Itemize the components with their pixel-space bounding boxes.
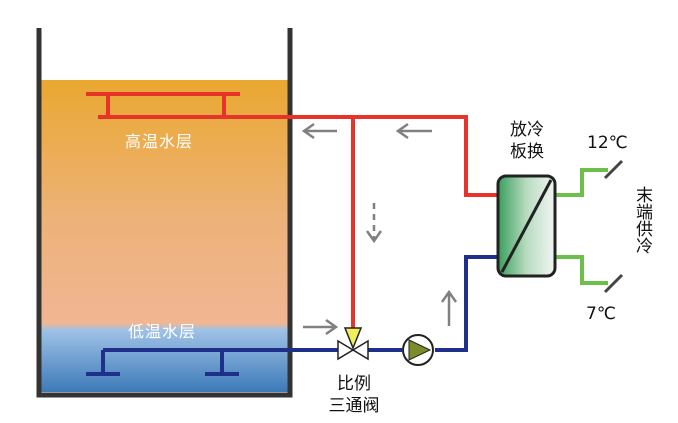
flow-arrow-left-2	[395, 122, 432, 140]
valve-label: 比例 三通阀	[322, 373, 386, 417]
hot-pipe	[108, 115, 498, 332]
heat-exchanger-label-line2: 板换	[510, 142, 544, 162]
low-temp-layer-label: 低温水层	[128, 322, 197, 341]
heat-exchanger-label: 放冷 板换	[497, 119, 557, 163]
bottom-diffuser	[86, 350, 239, 376]
flow-arrow-right	[303, 318, 339, 336]
terminal-pipe	[555, 168, 608, 285]
return-temp-label: 7℃	[586, 304, 616, 324]
pump	[402, 334, 434, 366]
flow-arrow-up	[440, 289, 458, 326]
high-temp-layer-label: 高温水层	[125, 132, 194, 151]
supply-temp-label: 12℃	[587, 133, 628, 153]
flow-arrow-left-1	[301, 122, 337, 140]
flow-arrow-down-dashed	[365, 203, 383, 244]
storage-tank	[36, 28, 293, 398]
valve-label-line2: 三通阀	[328, 396, 380, 416]
three-way-valve	[337, 327, 369, 361]
heat-exchanger-label-line1: 放冷	[510, 120, 544, 140]
return-stub	[603, 273, 624, 294]
valve-label-line1: 比例	[337, 374, 371, 394]
tank-water	[41, 80, 288, 392]
heat-exchanger	[496, 174, 557, 278]
supply-stub	[603, 159, 624, 180]
terminal-cooling-label: 末端供冷	[632, 186, 652, 254]
tank-wall	[36, 28, 293, 398]
cold-pipe	[103, 255, 498, 352]
